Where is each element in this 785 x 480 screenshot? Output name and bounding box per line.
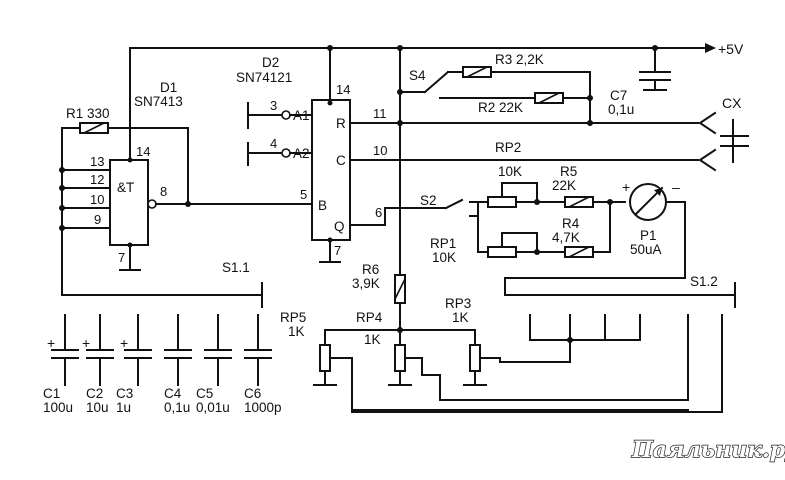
capacitor-value: 100u [43,400,73,415]
rp3-ref: RP3 [445,296,471,311]
d2-input-a1: A1 [293,108,310,123]
r5-ref: R5 [560,164,577,179]
switch-s1-1: S1.1 [61,260,263,308]
d2-ref: D2 [262,55,279,70]
capacitor-ref: C1 [43,386,60,401]
rp1-ref: RP1 [430,236,456,251]
trimmer-rp2: RP2 10K [477,140,566,208]
polarity-mark: + [120,335,128,351]
rp4-value: 1K [364,332,381,347]
d1-pin-10: 10 [90,192,104,207]
d2-pin-14: 14 [336,82,350,97]
d2-pin-10: 10 [373,143,387,158]
capacitor-value: 10u [86,400,109,415]
r4-ref: R4 [562,216,580,231]
d2-pin-6: 6 [375,205,382,220]
rp2-value: 10K [498,164,522,179]
r6-ref: R6 [362,262,379,277]
rp3-value: 1K [452,310,469,325]
switch-s4: S4 R3 2,2K R2 22K [397,52,593,126]
capacitor-c7: C7 0,1u [608,71,671,117]
capacitor-ref: C4 [164,386,182,401]
r4-value: 4,7K [552,230,580,245]
supply-label: +5V [718,41,744,57]
d1-pin-12: 12 [90,172,104,187]
resistor-r1: R1 330 [61,106,189,296]
chip-d2: D2 SN74121 3 A1 4 A2 5 B 14 7 R C Q 11 [236,55,699,263]
d1-part: SN7413 [134,94,183,109]
s2-ref: S2 [420,193,437,208]
trimmer-network: RP5 1K RP4 1K RP3 1K [280,296,723,413]
switch-s2: S2 [420,193,479,217]
d2-pin-7: 7 [334,243,341,258]
capacitor-ref: C5 [196,386,213,401]
d1-ref: D1 [160,80,177,95]
d1-pin-9: 9 [94,212,101,227]
c7-ref: C7 [610,88,627,103]
meter-p1: + – P1 50uA [622,179,686,279]
capacitor-value: 0,1u [164,400,190,415]
r3-label: R3 2,2K [495,52,544,67]
rp4-ref: RP4 [356,310,383,325]
d1-pin-13: 13 [90,154,104,169]
r2-label: R2 22K [478,100,523,115]
capacitor-c4: C40,1u [164,314,192,415]
capacitor-value: 1000p [244,400,282,415]
supply-rail: +5V [129,41,744,276]
s1-2-ref: S1.2 [690,274,718,289]
d2-output-r: R [336,116,346,131]
resistor-r6: R6 3,9K [352,262,406,333]
c7-value: 0,1u [608,102,634,117]
d1-function: &T [117,180,134,195]
d2-input-b: B [318,198,327,213]
rp5-ref: RP5 [280,310,306,325]
rp1-value: 10K [432,250,456,265]
p1-minus: – [672,179,680,195]
d1-pin-7: 7 [118,250,125,265]
d2-part: SN74121 [236,70,292,85]
capacitor-ref: C2 [86,386,103,401]
s1-1-ref: S1.1 [222,260,250,275]
polarity-mark: + [82,335,90,351]
chip-d1: &T D1 SN7413 13 12 10 9 14 7 8 [59,80,313,271]
rp2-ref: RP2 [495,140,521,155]
r5-value: 22K [552,178,576,193]
cx-terminals: CX [698,95,749,172]
switch-s1-2: S1.2 [499,274,736,413]
polarity-mark: + [47,335,55,351]
cx-ref: CX [722,95,742,111]
capacitor-value: 1u [116,400,131,415]
d2-pin-11: 11 [373,106,387,121]
s4-ref: S4 [409,68,426,83]
d2-pin-5: 5 [300,187,307,202]
d2-pin-3: 3 [270,98,277,113]
r6-value: 3,9K [352,276,380,291]
capacitor-value: 0,01u [196,400,230,415]
r1-label: R1 330 [66,106,110,121]
watermark: Паяльник.ру [631,437,785,463]
capacitor-ref: C3 [116,386,133,401]
p1-plus: + [622,179,630,195]
d2-output-q: Q [334,219,345,234]
p1-value: 50uA [630,242,662,257]
d1-pin-8: 8 [160,184,167,199]
rp5-value: 1K [288,324,305,339]
d2-input-a2: A2 [293,146,310,161]
d2-pin-4: 4 [270,136,277,151]
resistor-r4: R4 4,7K [552,199,613,258]
d1-pin-14: 14 [136,144,150,159]
d2-output-c: C [336,153,346,168]
resistor-r5: R5 22K [552,164,626,208]
capacitor-ref: C6 [244,386,261,401]
p1-ref: P1 [640,228,657,243]
trimmer-rp1: RP1 10K [430,215,566,265]
capacitor-c5: C50,01u [196,314,232,415]
